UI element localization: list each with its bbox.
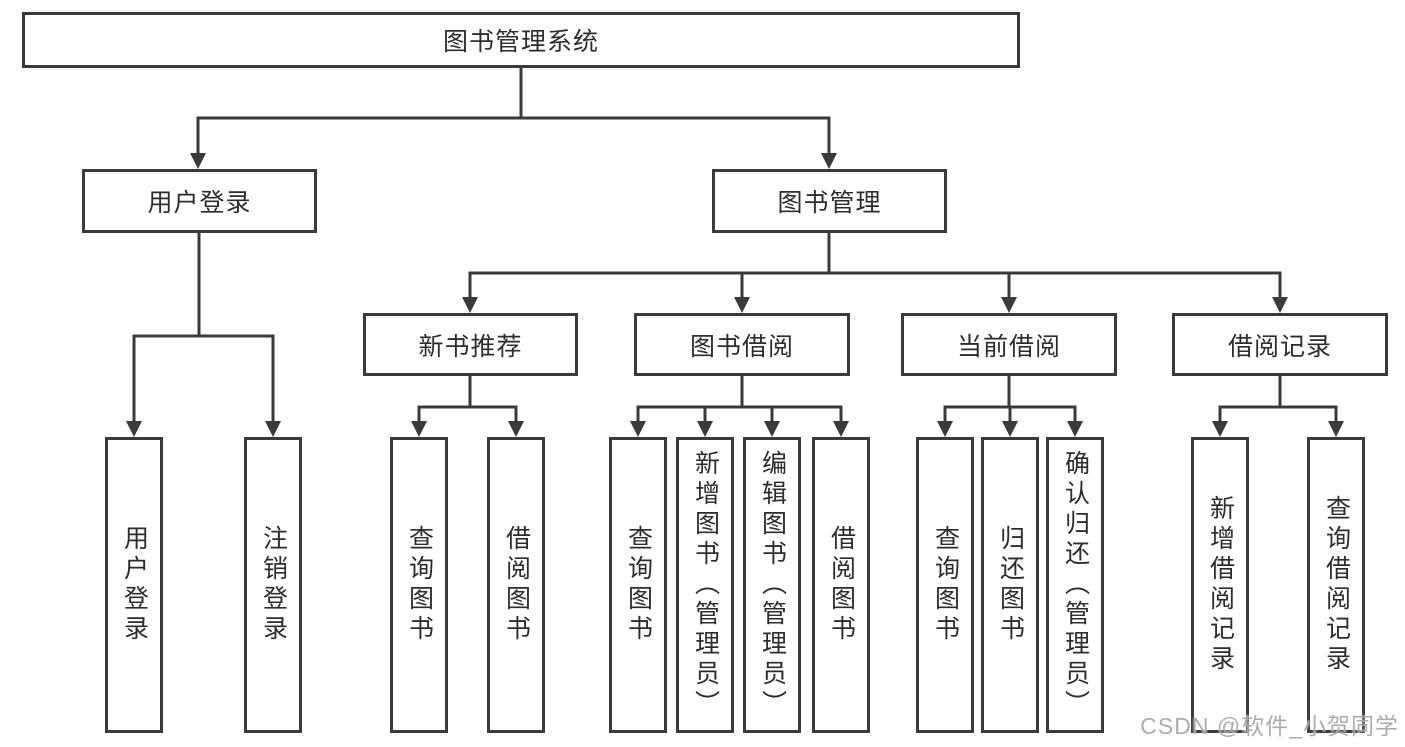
leaf-label: 新增图书（管理员）	[691, 450, 720, 720]
leaf-label: 借阅图书	[502, 525, 531, 645]
leaf-label: 用户登录	[120, 525, 149, 645]
leaf-label: 借阅图书	[827, 525, 856, 645]
leaf-label: 新增借阅记录	[1206, 495, 1235, 675]
node-root-system: 图书管理系统	[22, 12, 1020, 68]
leaf-label: 查询图书	[405, 525, 434, 645]
leaf-logout: 注销登录	[244, 437, 302, 733]
leaf-user-login: 用户登录	[105, 437, 163, 733]
leaf-label: 查询图书	[624, 525, 653, 645]
leaf-add-books-admin: 新增图书（管理员）	[676, 437, 734, 733]
leaf-return-books: 归还图书	[981, 437, 1039, 733]
leaf-query-borrow-record: 查询借阅记录	[1307, 437, 1365, 733]
leaf-label: 归还图书	[996, 525, 1025, 645]
leaf-label: 编辑图书（管理员）	[758, 450, 787, 720]
leaf-edit-books-admin: 编辑图书（管理员）	[743, 437, 801, 733]
arrowhead-icons	[126, 153, 1344, 437]
node-new-book-recommend: 新书推荐	[363, 313, 578, 376]
connector-segments	[132, 66, 1338, 425]
node-book-borrowing: 图书借阅	[634, 313, 850, 376]
node-borrow-records: 借阅记录	[1172, 313, 1388, 376]
leaf-label: 查询图书	[931, 525, 960, 645]
leaf-confirm-return-admin: 确认归还（管理员）	[1046, 437, 1104, 733]
leaf-borrow-books: 借阅图书	[812, 437, 870, 733]
leaf-label: 查询借阅记录	[1322, 495, 1351, 675]
leaf-query-books: 查询图书	[609, 437, 667, 733]
leaf-borrow-books: 借阅图书	[487, 437, 545, 733]
node-book-management: 图书管理	[712, 169, 947, 233]
leaf-label: 确认归还（管理员）	[1061, 450, 1090, 720]
leaf-query-books: 查询图书	[916, 437, 974, 733]
node-user-login: 用户登录	[82, 169, 317, 233]
node-current-borrowing: 当前借阅	[901, 313, 1117, 376]
leaf-label: 注销登录	[259, 525, 288, 645]
leaf-add-borrow-record: 新增借阅记录	[1191, 437, 1249, 733]
leaf-query-books: 查询图书	[390, 437, 448, 733]
